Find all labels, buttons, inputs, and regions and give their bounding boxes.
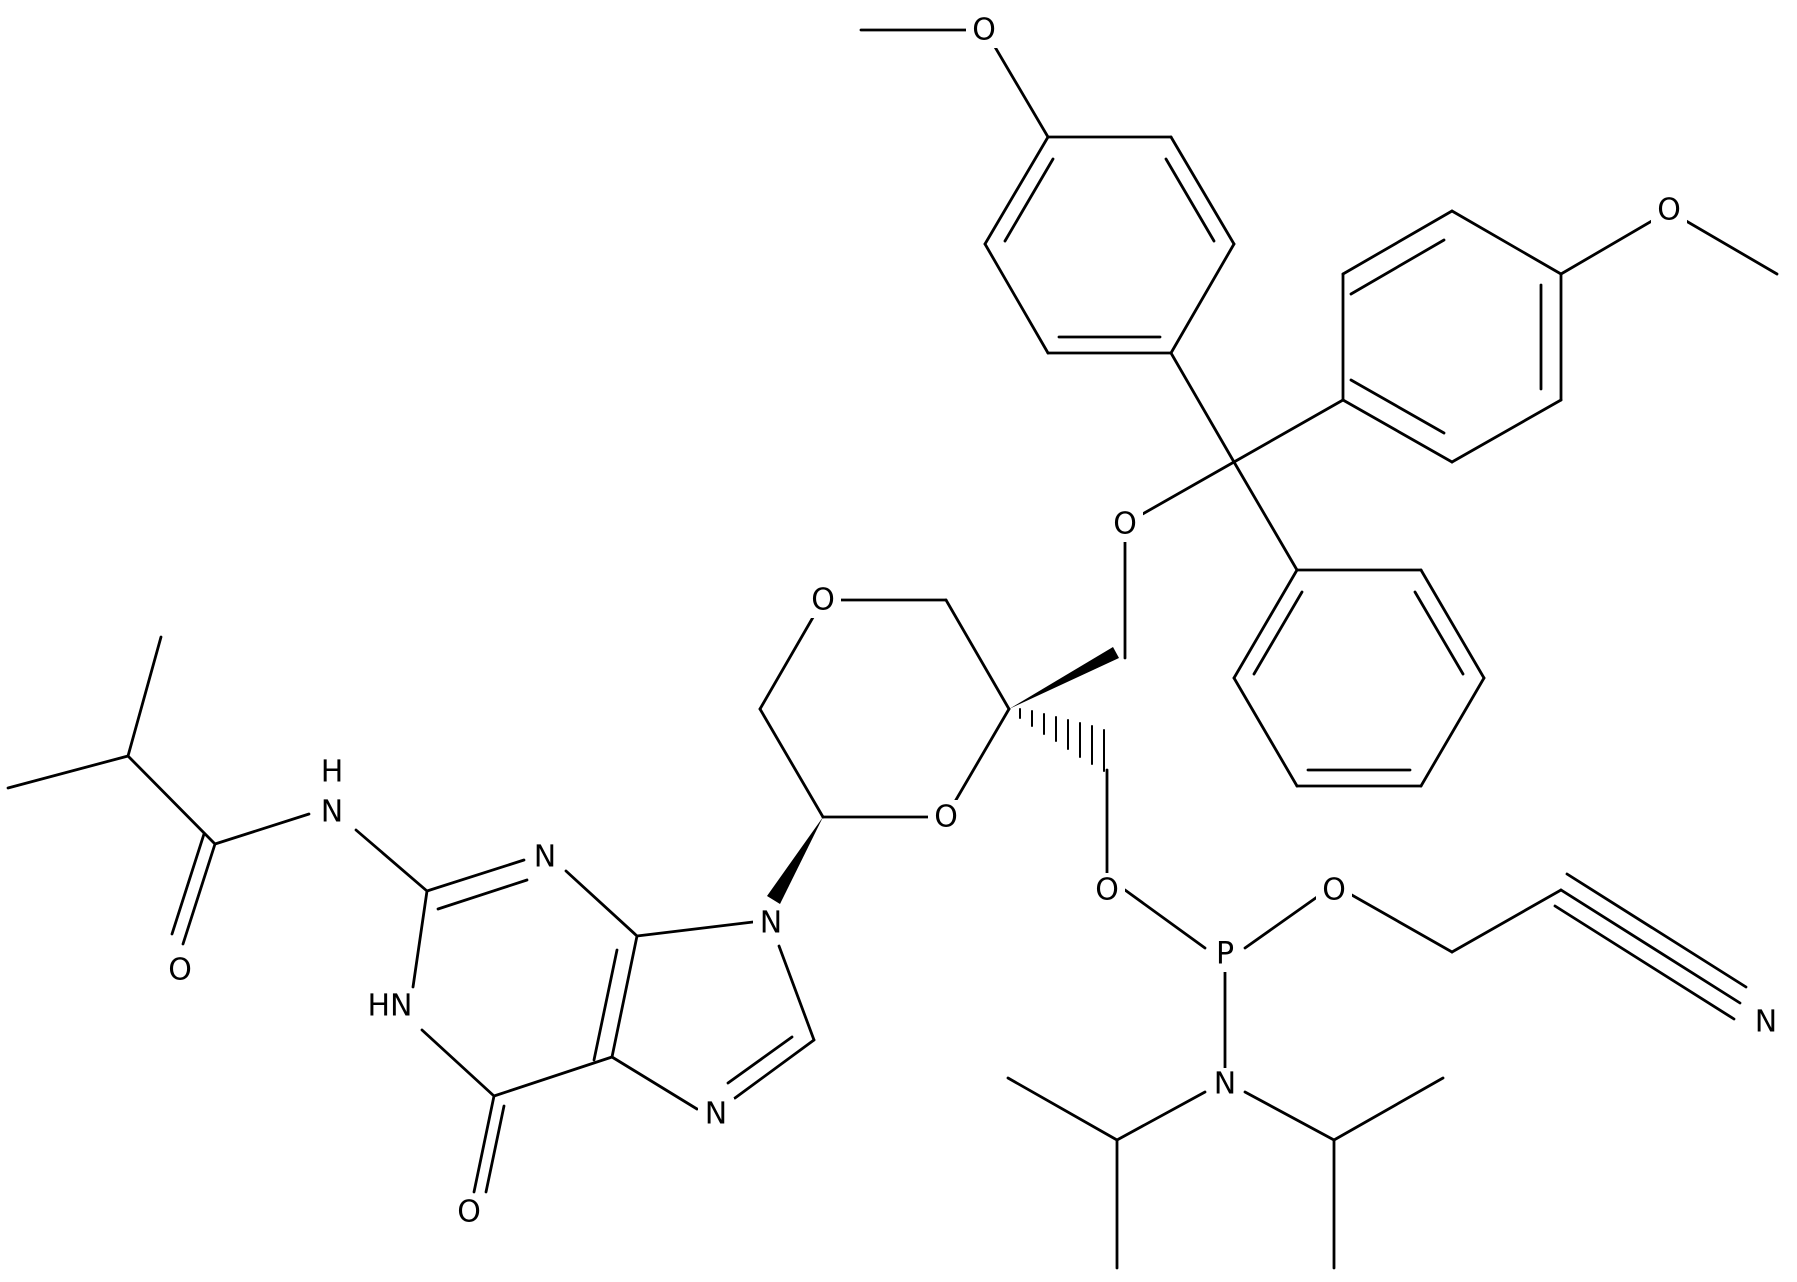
atom-n-amide: N (321, 795, 343, 830)
atom-o-trityl-ether: O (1113, 507, 1137, 542)
bond (1349, 238, 1446, 296)
bond (484, 1104, 506, 1194)
bond (564, 869, 639, 938)
atom-labels: O O O O O O O P N N H N O N N N HN (162, 13, 1784, 1230)
bond (1243, 1090, 1336, 1142)
bond (1419, 568, 1486, 680)
bond (170, 832, 206, 936)
wedge-bond (1009, 647, 1119, 709)
bond (436, 878, 529, 911)
bond (1341, 888, 1454, 954)
bond (420, 1028, 496, 1098)
bond (1006, 1076, 1119, 1142)
bond (1232, 568, 1299, 680)
bond (610, 934, 639, 1059)
bond (1164, 157, 1216, 243)
atom-o-phosphite-right: O (1322, 873, 1346, 908)
atom-n-nitrile: N (1755, 1005, 1777, 1040)
bond (472, 1094, 496, 1194)
bond (1565, 872, 1748, 989)
bond (1232, 676, 1299, 788)
bond (1332, 1076, 1445, 1142)
bond (1232, 398, 1345, 464)
bond (1419, 676, 1486, 788)
atom-o-methoxy-right: O (1657, 193, 1681, 228)
bond (1349, 378, 1446, 435)
bonds (6, 28, 1779, 1270)
bond (1450, 209, 1563, 276)
bond (1553, 904, 1736, 1021)
bond (213, 812, 311, 846)
bond (411, 889, 429, 989)
bond (758, 707, 825, 819)
atom-o-ring-acetal: O (934, 800, 958, 835)
atom-o-amide-carbonyl: O (168, 953, 192, 988)
bond (777, 944, 816, 1042)
bond (592, 948, 619, 1062)
wedge-bond (767, 817, 823, 904)
bond (1252, 590, 1304, 676)
bond (1169, 351, 1236, 464)
atom-n-purine-9: N (760, 906, 782, 941)
bond (181, 842, 217, 946)
bond (726, 1035, 794, 1085)
bond (733, 1038, 816, 1100)
bond (126, 754, 217, 846)
bond (1450, 398, 1563, 464)
bond (983, 135, 1050, 246)
bond (983, 242, 1050, 355)
bond (1169, 242, 1236, 355)
atom-o-lactam: O (457, 1195, 481, 1230)
bond (1115, 1090, 1207, 1142)
bond (1243, 888, 1329, 950)
bond (1341, 209, 1454, 276)
atom-n-purine-7: N (705, 1097, 727, 1132)
bond (492, 1055, 614, 1098)
atom-o-methoxy-top: O (972, 13, 996, 48)
atom-n-purine-3: N (534, 840, 556, 875)
atom-o-ring-top: O (811, 583, 835, 618)
bond (425, 858, 526, 893)
bond (944, 707, 1011, 819)
bond (1232, 460, 1299, 572)
bond (354, 828, 429, 893)
bond (610, 1055, 699, 1111)
bond (1450, 888, 1563, 954)
atom-p-phosphorus: P (1216, 937, 1234, 972)
atom-h-amide: H (321, 755, 344, 790)
bond (1559, 888, 1742, 1005)
bond (1123, 888, 1207, 950)
bond (944, 598, 1011, 711)
bond (6, 754, 130, 790)
atom-o-phosphite-left: O (1095, 873, 1119, 908)
hash-bond (1019, 708, 1105, 772)
bond (1169, 135, 1236, 246)
atom-n-diisopropylamino: N (1214, 1067, 1236, 1102)
bond (1413, 590, 1465, 676)
bond (635, 920, 755, 938)
bond (1341, 398, 1454, 464)
atom-n-purine-1: HN (368, 989, 413, 1024)
bond (758, 598, 825, 711)
bond (126, 635, 163, 758)
bond (1003, 157, 1055, 243)
bond (1123, 460, 1236, 526)
stereo-wedges (767, 647, 1119, 904)
